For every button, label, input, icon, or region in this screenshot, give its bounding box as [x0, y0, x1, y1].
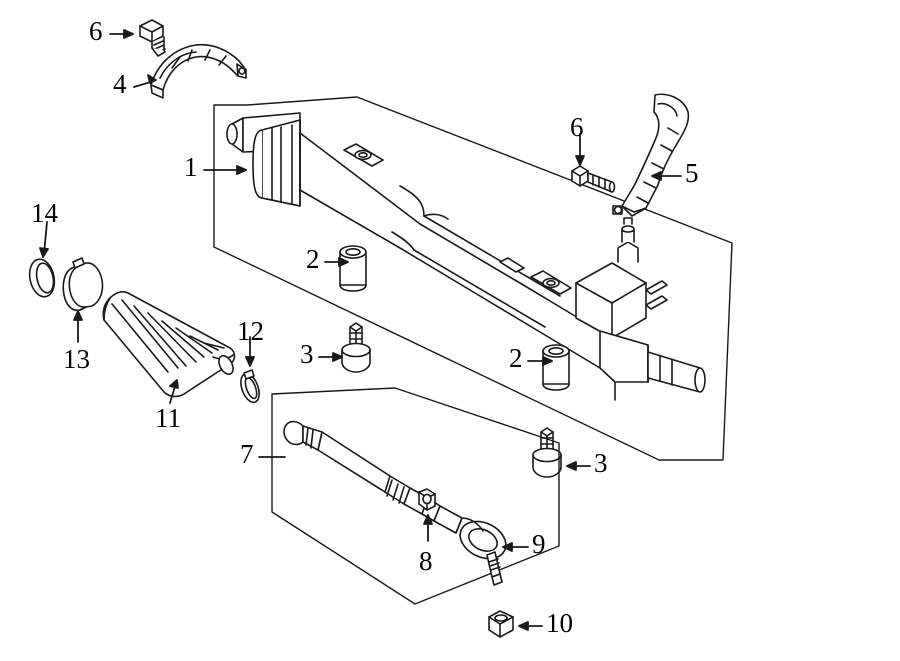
callout-label-6a: 6 — [89, 16, 103, 46]
part-11-boot — [102, 291, 236, 398]
part-5-shield — [612, 93, 690, 217]
part-2b-bushing — [542, 344, 570, 391]
part-14-seal-ring — [28, 258, 56, 298]
group-box-gear — [213, 96, 733, 461]
callout-label-1: 1 — [184, 152, 198, 182]
part-10-nut — [488, 610, 514, 638]
part-2a-bushing — [339, 245, 367, 292]
part-3a-bolt — [341, 322, 371, 373]
group-box-tie-rod — [271, 387, 560, 605]
callout-label-9: 9 — [532, 529, 546, 559]
callout-label-7: 7 — [240, 439, 254, 469]
part-4-shield — [150, 43, 247, 99]
callout-label-5: 5 — [685, 158, 699, 188]
part-steering-gear — [226, 112, 706, 401]
callout-label-14: 14 — [31, 198, 58, 228]
callout-label-4: 4 — [113, 69, 127, 99]
part-9-tie-rod-end — [433, 505, 507, 586]
callout-label-3a: 3 — [300, 339, 314, 369]
part-7-inner-tie-rod — [283, 420, 441, 522]
part-12-clip-ring — [240, 369, 260, 404]
callout-label-6b: 6 — [570, 112, 584, 142]
part-6b-bolt — [571, 165, 616, 193]
part-13-clamp — [62, 257, 104, 312]
callout-label-10: 10 — [546, 608, 573, 638]
leader-lines — [39, 29, 682, 631]
callout-label-12: 12 — [237, 316, 264, 346]
part-6a-bolt — [139, 19, 166, 57]
callout-label-11: 11 — [155, 403, 181, 433]
callout-label-2a: 2 — [306, 244, 320, 274]
callout-label-13: 13 — [63, 344, 90, 374]
callout-label-8: 8 — [419, 546, 433, 576]
callout-label-3b: 3 — [594, 448, 608, 478]
part-8-jam-nut — [418, 488, 436, 511]
callout-label-2b: 2 — [509, 343, 523, 373]
